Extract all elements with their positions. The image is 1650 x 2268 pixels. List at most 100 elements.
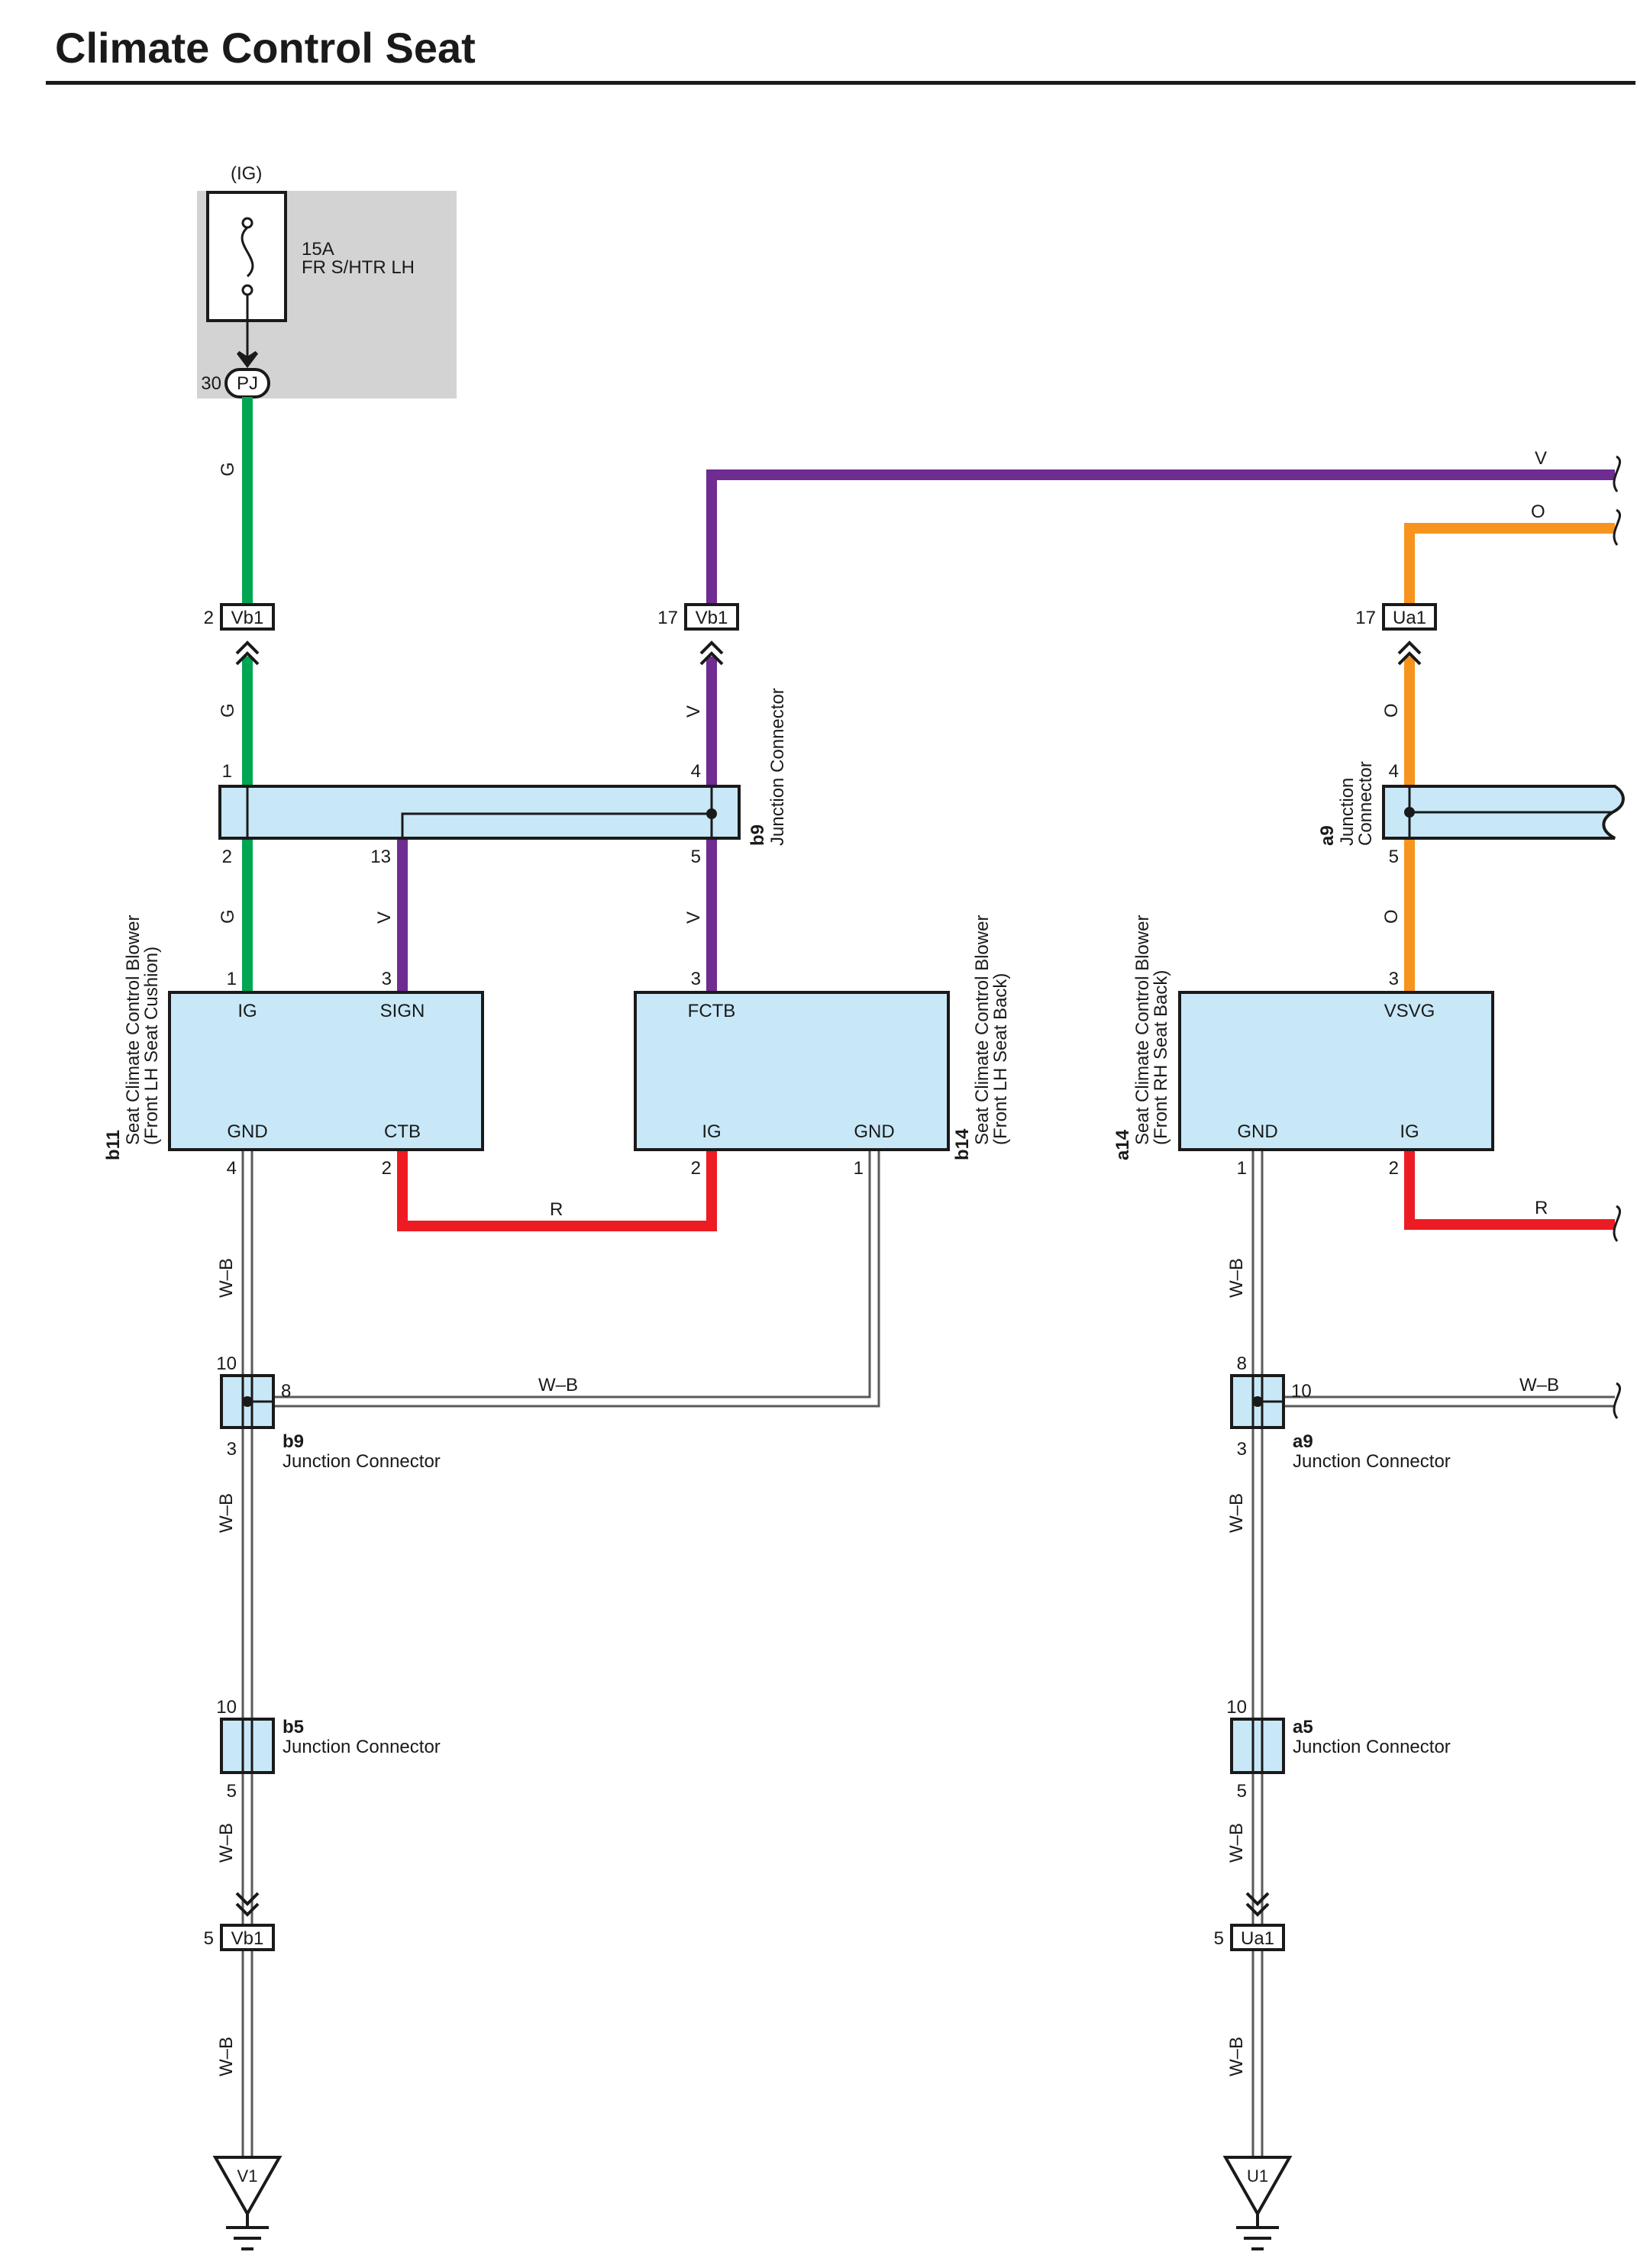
svg-text:b9: b9	[748, 824, 768, 846]
svg-text:Junction Connector: Junction Connector	[767, 688, 788, 846]
svg-text:Vb1: Vb1	[231, 608, 264, 628]
ground-v1: V1	[212, 2156, 283, 2250]
wire-label-wb-5: W–B	[538, 1375, 578, 1395]
connector-arrow-icon	[699, 640, 724, 666]
connector-arrow-icon	[235, 1892, 260, 1917]
svg-text:Vb1: Vb1	[696, 608, 728, 628]
svg-text:b14: b14	[952, 1128, 973, 1160]
wire-break-icons	[1613, 455, 1622, 1419]
fuse-name: FR S/HTR LH	[302, 257, 415, 278]
svg-text:1: 1	[227, 969, 237, 989]
component-b14: FCTB IG GND 3 2 1 b14 Seat Climate Contr…	[634, 915, 1011, 1179]
svg-text:17: 17	[1355, 608, 1376, 628]
svg-text:IG: IG	[237, 1001, 257, 1021]
fuse-icon	[241, 217, 254, 363]
svg-text:a9: a9	[1317, 825, 1338, 846]
svg-text:2: 2	[204, 608, 214, 628]
svg-text:4: 4	[1389, 761, 1399, 782]
svg-text:2: 2	[1389, 1158, 1399, 1179]
wire-o-main	[1404, 523, 1615, 605]
svg-text:Connector: Connector	[1355, 761, 1376, 846]
connector-vb1-pin2: Vb1 2	[204, 603, 275, 666]
wire-label-g-1: G	[218, 462, 238, 476]
connector-ua1-pin5: Ua1 5	[1214, 1892, 1285, 1951]
wire-label-wb-4: W–B	[216, 2037, 237, 2076]
svg-text:4: 4	[227, 1158, 237, 1179]
svg-text:3: 3	[691, 969, 701, 989]
svg-text:1: 1	[222, 761, 232, 782]
wire-label-wb-8: W–B	[1226, 1823, 1247, 1863]
svg-text:(Front LH Seat Cushion): (Front LH Seat Cushion)	[141, 947, 162, 1145]
wire-label-v-2: V	[683, 705, 704, 718]
svg-text:8: 8	[1237, 1353, 1247, 1374]
svg-text:Junction Connector: Junction Connector	[1293, 1451, 1451, 1472]
svg-text:(Front RH Seat Back): (Front RH Seat Back)	[1151, 970, 1171, 1145]
ground-icon	[1222, 2156, 1293, 2218]
svg-text:Junction Connector: Junction Connector	[283, 1451, 441, 1472]
pj-connector-arrow-icon	[237, 350, 258, 369]
page-title: Climate Control Seat	[55, 24, 476, 72]
pj-connector-label: PJ	[237, 373, 258, 394]
svg-text:5: 5	[227, 1781, 237, 1802]
wire-label-v-top: V	[1535, 448, 1547, 469]
svg-text:VSVG: VSVG	[1384, 1001, 1435, 1021]
svg-text:1: 1	[1237, 1158, 1247, 1179]
wire-label-wb-7: W–B	[1226, 1493, 1247, 1533]
connector-vb1-pin5: Vb1 5	[204, 1892, 275, 1951]
junction-a5: 10 5 a5 Junction Connector	[1226, 1697, 1451, 1802]
svg-text:b5: b5	[283, 1717, 304, 1737]
svg-text:Ua1: Ua1	[1241, 1928, 1274, 1949]
wire-label-o-2: O	[1381, 703, 1402, 718]
wire-label-r-left: R	[550, 1199, 563, 1220]
wire-wb-left	[241, 1151, 880, 2168]
connector-arrow-icon	[1245, 1892, 1270, 1917]
svg-text:IG: IG	[1400, 1121, 1419, 1142]
wire-label-g-2: G	[218, 703, 238, 718]
junction-a9-lower: 8 10 3 a9 Junction Connector	[1230, 1353, 1451, 1472]
svg-text:Junction Connector: Junction Connector	[283, 1737, 441, 1757]
wire-label-g-3: G	[218, 909, 238, 924]
fuse-rating: 15A	[302, 239, 334, 260]
connector-ua1-pin17: Ua1 17	[1355, 603, 1437, 666]
svg-text:2: 2	[222, 847, 232, 867]
wire-r-right	[1404, 1151, 1615, 1230]
junction-a9-upper: 4 5 a9 Junction Connector	[1317, 761, 1625, 867]
wire-v-main	[706, 469, 1615, 605]
svg-text:5: 5	[1214, 1928, 1224, 1949]
svg-text:U1: U1	[1247, 2166, 1268, 2186]
connector-arrow-icon	[235, 640, 260, 666]
connector-vb1-pin17: Vb1 17	[657, 603, 739, 666]
svg-text:Ua1: Ua1	[1393, 608, 1426, 628]
wire-label-wb-1: W–B	[216, 1258, 237, 1298]
svg-text:10: 10	[1291, 1381, 1312, 1402]
svg-text:Vb1: Vb1	[231, 1928, 264, 1949]
component-b11: IG SIGN GND CTB 1 3 4 2 b11 Seat Climate…	[103, 915, 484, 1179]
svg-text:8: 8	[281, 1381, 291, 1402]
wire-label-wb-2: W–B	[216, 1493, 237, 1533]
svg-text:1: 1	[854, 1158, 864, 1179]
wire-label-wb-9: W–B	[1226, 2037, 1247, 2076]
svg-text:b9: b9	[283, 1431, 304, 1452]
wire-label-v-4: V	[374, 911, 395, 924]
svg-text:Junction: Junction	[1337, 778, 1358, 846]
svg-text:GND: GND	[854, 1121, 894, 1142]
connector-arrow-icon	[1397, 640, 1422, 666]
wire-label-v-3: V	[683, 911, 704, 924]
svg-text:Seat Climate Control Blower: Seat Climate Control Blower	[123, 915, 144, 1145]
svg-text:a9: a9	[1293, 1431, 1313, 1452]
svg-text:17: 17	[657, 608, 678, 628]
wire-label-o-3: O	[1381, 909, 1402, 924]
svg-text:5: 5	[691, 847, 701, 867]
wire-wb-right	[1251, 1151, 1615, 2168]
pj-pin: 30	[201, 373, 221, 394]
svg-text:SIGN: SIGN	[380, 1001, 425, 1021]
svg-text:V1: V1	[237, 2166, 258, 2186]
svg-text:3: 3	[227, 1439, 237, 1460]
junction-b9-upper: 1 2 4 5 13 b9 Junction Connector	[218, 688, 788, 867]
wire-r-left	[397, 1151, 717, 1231]
svg-text:5: 5	[204, 1928, 214, 1949]
junction-b9-lower: 10 8 3 b9 Junction Connector	[216, 1353, 441, 1472]
svg-text:Seat Climate Control Blower: Seat Climate Control Blower	[972, 915, 993, 1145]
wire-label-r-right: R	[1535, 1198, 1548, 1218]
